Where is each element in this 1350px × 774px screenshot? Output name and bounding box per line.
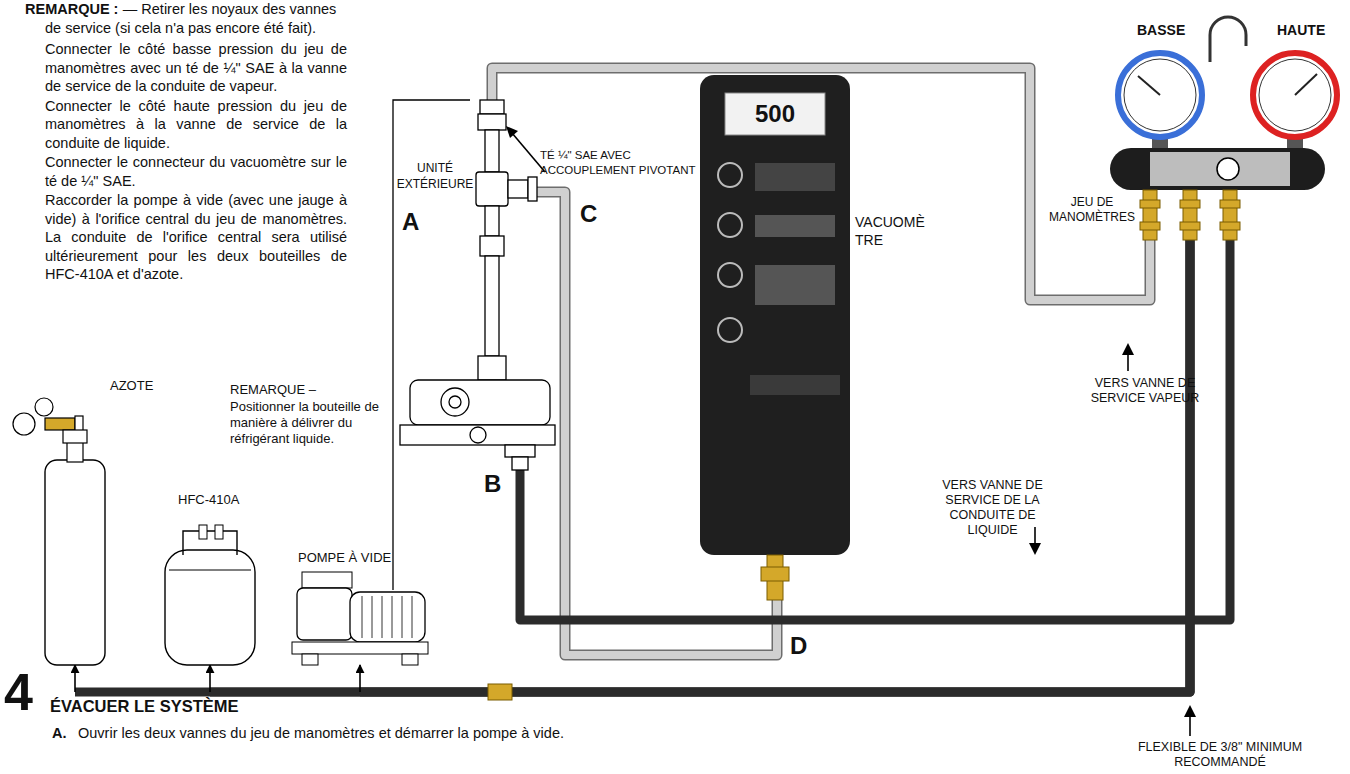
vacuum-pump-shape — [292, 570, 428, 665]
hose-note: VERS VANNE DE SERVICE DE LA CONDUITE DE … — [925, 478, 1060, 538]
feed-line — [74, 665, 76, 692]
vacuum-gauge: 500VACUOMÈ TRE — [700, 75, 850, 600]
manifold-gauge-set-drawing — [1110, 17, 1337, 240]
hose — [75, 240, 1190, 692]
manifold-label: JEU DE MANOMÈTRES — [1048, 195, 1136, 225]
step-item: Connecter le connecteur du vacuomètre su… — [45, 153, 347, 190]
hose-note: FLEXIBLE DE 3/8" MINIMUM RECOMMANDÉ — [1125, 740, 1315, 770]
hose-connector — [75, 240, 1190, 692]
step-item: Raccorder la pompe à vide (avec une jaug… — [45, 191, 347, 284]
center-hose-fitting — [488, 684, 512, 700]
step-list: Connecter le côté basse pression du jeu … — [45, 40, 347, 285]
gauge-label: HAUTE — [1277, 22, 1325, 38]
callout-letter: C — [580, 200, 597, 228]
cylinder-label: HFC-410A — [178, 492, 239, 507]
refrigerant-cylinder: HFC-410A — [165, 525, 255, 665]
hose-note: VERS VANNE DE SERVICE VAPEUR — [1085, 376, 1205, 406]
manifold-gauge-set: JEU DE MANOMÈTRES — [1138, 140, 1248, 240]
nitrogen-cylinder-shape — [45, 430, 105, 665]
step-letter: A. — [52, 725, 67, 741]
gauge-reading: 500 — [730, 99, 820, 129]
hose — [520, 240, 1230, 620]
cylinder-label: AZOTE — [110, 378, 153, 393]
gauge-label: VACUOMÈ TRE — [855, 213, 925, 249]
service-valve — [400, 380, 555, 470]
callout-letter: B — [484, 470, 501, 498]
leader-arrows — [506, 126, 1196, 736]
gauge-label: BASSE — [1137, 22, 1185, 38]
step-text: Ouvrir les deux vannes du jeu de manomèt… — [78, 725, 564, 741]
feed-line — [209, 665, 211, 692]
tee-assembly — [476, 100, 537, 380]
nitrogen-cylinder: AZOTE — [45, 430, 105, 665]
outdoor-unit: UNITÉ EXTÉRIEURE — [393, 100, 537, 470]
note-text: Positionner la bouteille de manière à dé… — [230, 399, 380, 447]
hose-connector — [520, 240, 1230, 620]
note-heading: REMARQUE – — [230, 382, 316, 398]
note-heading: REMARQUE : — [25, 1, 118, 17]
feed-line — [359, 665, 361, 692]
callout-letter: A — [402, 208, 419, 236]
vacuum-gauge-shape — [700, 75, 850, 600]
step-number: 4 — [4, 666, 33, 718]
step-item: Connecter le côté haute pression du jeu … — [45, 97, 347, 153]
step-item: Connecter le côté basse pression du jeu … — [45, 40, 347, 96]
callout-text: TÉ ¼" SAE AVEC ACCOUPLEMENT PIVOTANT — [540, 148, 698, 178]
callout-letter: D — [790, 632, 807, 660]
refrigerant-cylinder-shape — [165, 525, 255, 665]
step-heading: ÉVACUER LE SYSTÈME — [50, 697, 239, 716]
unit-label: UNITÉ EXTÉRIEURE — [396, 160, 474, 192]
vacuum-pump: POMPE À VIDE — [292, 570, 428, 665]
note-paragraph: REMARQUE :— Retirer les noyaux des vanne… — [25, 0, 347, 38]
pump-label: POMPE À VIDE — [298, 550, 391, 565]
